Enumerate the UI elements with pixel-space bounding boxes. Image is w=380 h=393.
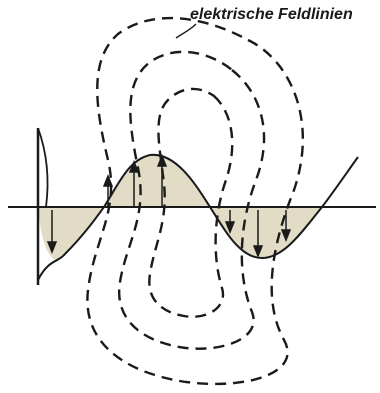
caption-leader-line xyxy=(176,24,196,38)
antenna-top-curve xyxy=(38,128,48,207)
wave-shading-left xyxy=(38,207,104,260)
caption-label: elektrische Feldlinien xyxy=(190,6,353,24)
